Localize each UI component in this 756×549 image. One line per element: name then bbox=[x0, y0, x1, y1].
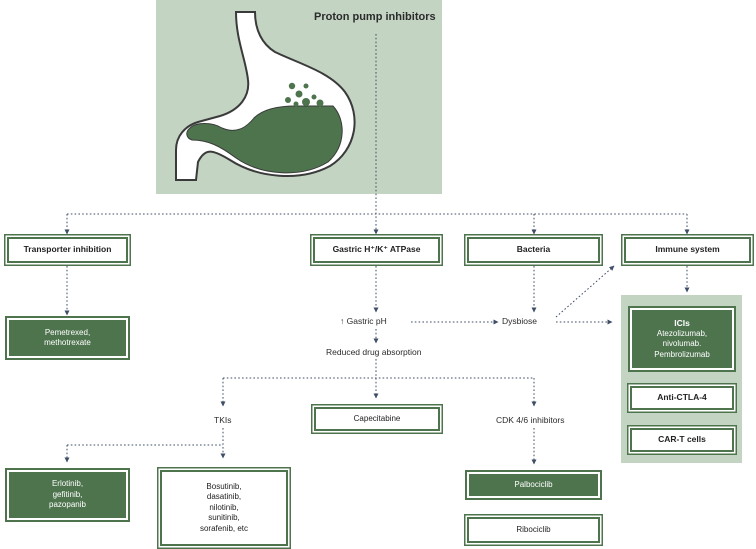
erlotinib-label: Erlotinib, bbox=[51, 479, 84, 489]
pembrolizumab-label: Pembrolizumab bbox=[654, 349, 710, 359]
dasatinib-label: dasatinib, bbox=[206, 492, 242, 502]
palbociclib-box: Palbociclib bbox=[467, 472, 600, 498]
bosutinib-label: Bosutinib, bbox=[206, 482, 242, 492]
anti-ctla4-box: Anti-CTLA-4 bbox=[630, 386, 734, 410]
stomach-panel bbox=[156, 0, 442, 194]
nivolumab-label: nivolumab. bbox=[662, 339, 702, 349]
methotrexate-label: methotrexate bbox=[44, 338, 91, 347]
reduced-absorption-label: Reduced drug absorption bbox=[326, 347, 422, 357]
tkis-label: TKIs bbox=[214, 415, 232, 425]
atezolizumab-label: Atezolizumab, bbox=[656, 328, 708, 338]
car-t-box: CAR-T cells bbox=[630, 428, 734, 452]
bacteria-box: Bacteria bbox=[467, 237, 600, 263]
pemetrexed-box: Pemetrexed, methotrexate bbox=[7, 318, 128, 358]
dysbiose-label: Dysbiose bbox=[502, 316, 537, 326]
atpase-box: Gastric H⁺/K⁺ ATPase bbox=[313, 237, 440, 263]
ppi-title: Proton pump inhibitors bbox=[314, 11, 436, 23]
pazopanib-label: pazopanib bbox=[49, 500, 86, 510]
icis-heading: ICIs bbox=[674, 317, 690, 328]
nilotinib-label: nilotinib, bbox=[209, 502, 239, 512]
gastric-ph-label: ↑ Gastric pH bbox=[340, 316, 387, 326]
sorafenib-label: sorafenib, etc bbox=[199, 523, 249, 533]
icis-box: ICIs Atezolizumab, nivolumab. Pembrolizu… bbox=[630, 308, 734, 370]
gefitinib-label: gefitinib, bbox=[52, 489, 83, 499]
ribociclib-box: Ribociclib bbox=[467, 517, 600, 543]
cdk-label: CDK 4/6 inhibitors bbox=[496, 415, 565, 425]
sunitinib-label: sunitinib, bbox=[208, 513, 240, 523]
transporter-inhibition-box: Transporter inhibition bbox=[7, 237, 128, 263]
pemetrexed-label: Pemetrexed, bbox=[44, 327, 91, 337]
immune-system-box: Immune system bbox=[624, 237, 751, 263]
capecitabine-box: Capecitabine bbox=[314, 407, 440, 431]
tki-group-b-box: Bosutinib, dasatinib, nilotinib, sunitin… bbox=[160, 470, 288, 546]
tki-group-a-box: Erlotinib, gefitinib, pazopanib bbox=[7, 470, 128, 520]
